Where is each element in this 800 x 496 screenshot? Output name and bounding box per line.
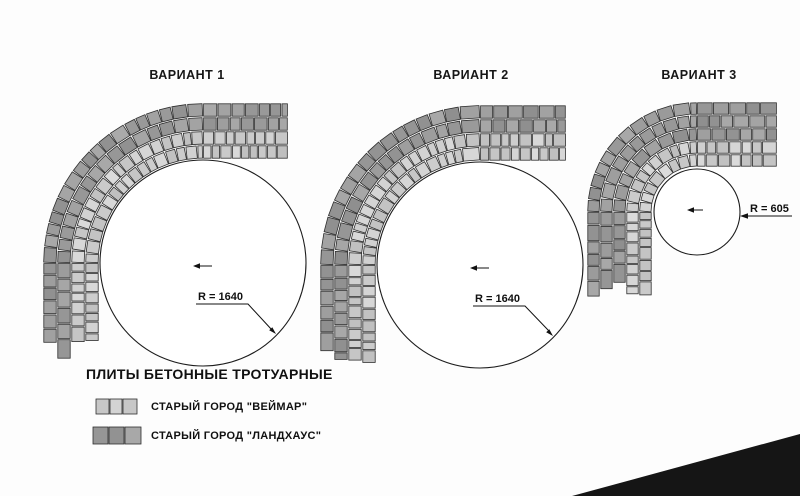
variant-3-paving-band: [587, 102, 777, 297]
variant-1-radius-label: R = 1640: [198, 291, 243, 303]
variant-2-radius-label: R = 1640: [475, 293, 520, 305]
variant-3-center-arrow: [687, 207, 703, 213]
variant-1-paving-band: [43, 103, 288, 359]
variant-2-title: ВАРИАНТ 2: [433, 68, 509, 82]
variant-3-radius-callout: R = 605: [740, 203, 792, 219]
variant-3-radius-label: R = 605: [750, 203, 789, 215]
variant-2-center-arrow: [470, 265, 489, 271]
variant-1-center-arrow: [193, 263, 212, 269]
legend-swatch-landhaus: [92, 426, 142, 445]
variant-2-radius-callout: R = 1640: [473, 293, 553, 336]
variant-2-paving-band: [320, 105, 566, 363]
legend-title: ПЛИТЫ БЕТОННЫЕ ТРОТУАРНЫЕ: [86, 366, 333, 382]
variant-1-radius-callout: R = 1640: [196, 291, 276, 334]
variant-1-radius-circle: [99, 159, 307, 367]
photo-corner-shadow: [572, 434, 800, 496]
legend-item-landhaus-label: СТАРЫЙ ГОРОД "ЛАНДХАУС": [151, 430, 322, 442]
variant-3-title: ВАРИАНТ 3: [661, 68, 737, 82]
variant-1-title: ВАРИАНТ 1: [149, 68, 225, 82]
variant-3-radius-circle: [653, 168, 741, 256]
variant-2-radius-circle: [376, 161, 584, 369]
legend-swatch-weimar: [95, 398, 138, 415]
legend-item-weimar-label: СТАРЫЙ ГОРОД "ВЕЙМАР": [151, 401, 308, 413]
